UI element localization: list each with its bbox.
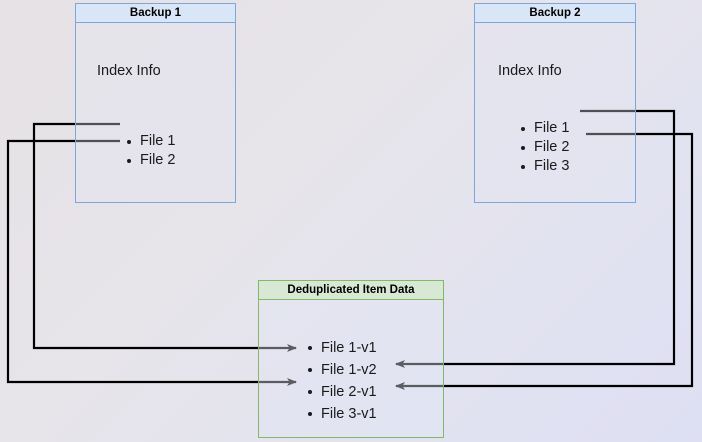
dedup-item[interactable]: File 1-v1 <box>306 337 377 359</box>
connector-backup1-file2-to-file2v1 <box>6 139 297 386</box>
connector-backup2-file1-to-file1v2 <box>395 109 676 368</box>
deduplicated-item-data-header: Deduplicated Item Data <box>259 281 443 300</box>
backup-1-index-info-label: Index Info <box>97 63 161 79</box>
backup-1-file-item[interactable]: File 1 <box>125 132 175 151</box>
backup-2-file-item[interactable]: File 3 <box>519 157 569 176</box>
dedup-item-list: File 1-v1 File 1-v2 File 2-v1 File 3-v1 <box>306 337 377 425</box>
deduplicated-item-data-body: File 1-v1 File 1-v2 File 2-v1 File 3-v1 <box>259 300 443 436</box>
backup-2-box[interactable]: Backup 2 Index Info File 1 File 2 File 3 <box>474 3 636 203</box>
connector-backup2-file2-to-file2v1 <box>395 132 694 390</box>
backup-1-box[interactable]: Backup 1 Index Info File 1 File 2 <box>75 3 236 203</box>
backup-1-file-list: File 1 File 2 <box>125 132 175 170</box>
backup-1-body: Index Info File 1 File 2 <box>76 23 235 202</box>
backup-2-file-item[interactable]: File 1 <box>519 119 569 138</box>
backup-2-header: Backup 2 <box>475 4 635 23</box>
backup-2-file-item[interactable]: File 2 <box>519 138 569 157</box>
connector-backup1-file1-to-file1v1 <box>32 122 297 352</box>
deduplicated-item-data-box[interactable]: Deduplicated Item Data File 1-v1 File 1-… <box>258 280 444 438</box>
backup-1-file-item[interactable]: File 2 <box>125 151 175 170</box>
backup-2-index-info-label: Index Info <box>498 63 562 79</box>
backup-2-body: Index Info File 1 File 2 File 3 <box>475 23 635 202</box>
backup-2-file-list: File 1 File 2 File 3 <box>519 119 569 176</box>
backup-1-header: Backup 1 <box>76 4 235 23</box>
dedup-item[interactable]: File 1-v2 <box>306 359 377 381</box>
dedup-item[interactable]: File 2-v1 <box>306 381 377 403</box>
dedup-item[interactable]: File 3-v1 <box>306 403 377 425</box>
